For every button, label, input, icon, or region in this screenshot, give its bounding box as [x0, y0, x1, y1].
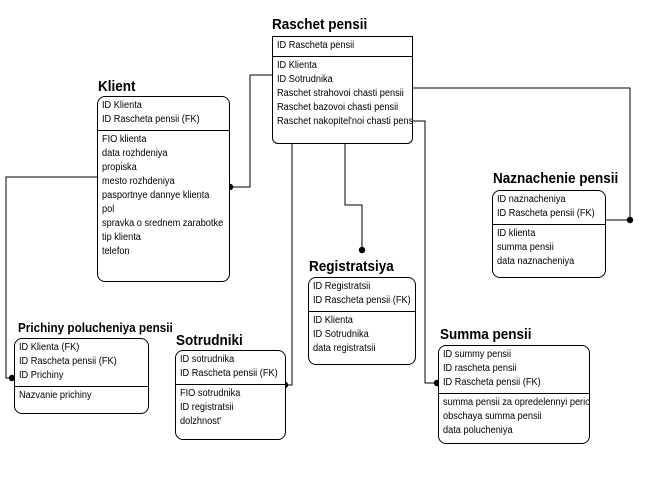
entity-title-prichiny-polucheniya-pensii: Prichiny polucheniya pensii — [18, 320, 173, 335]
attribute-field: data rozhdeniya — [102, 148, 168, 159]
attribute-section: summa pensii za opredelennyi period obsc… — [439, 393, 589, 441]
primary-key-section: ID naznacheniya ID Rascheta pensii (FK) — [493, 191, 605, 224]
attribute-field: FIO klienta — [102, 134, 147, 145]
primary-key-section: ID summy pensii ID rascheta pensii ID Ra… — [439, 346, 589, 393]
key-field: ID Rascheta pensii (FK) — [443, 377, 541, 388]
attribute-field: ID Klienta — [313, 315, 353, 326]
relationship-raschet-sotrudniki — [285, 143, 293, 386]
attribute-field: data polucheniya — [443, 425, 513, 436]
key-field: ID Rascheta pensii (FK) — [313, 295, 411, 306]
attribute-field: Raschet strahovoi chasti pensii — [277, 88, 404, 99]
attribute-field: tip klienta — [102, 232, 141, 243]
entity-title-naznachenie-pensii: Naznachenie pensii — [493, 170, 619, 187]
attribute-field: telefon — [102, 246, 130, 257]
entity-title-raschet-pensii: Raschet pensii — [272, 16, 368, 33]
relationship-end-naznachenie — [626, 216, 634, 224]
attribute-section: FIO klienta data rozhdeniya propiska mes… — [98, 130, 229, 262]
key-field: ID summy pensii — [443, 349, 511, 360]
attribute-field: summa pensii — [497, 242, 554, 253]
key-field: ID sotrudnika — [180, 354, 235, 365]
entity-title-klient: Klient — [98, 78, 136, 95]
attribute-field: pasportnye dannye klienta — [102, 190, 210, 201]
attribute-field: ID Klienta — [277, 60, 317, 71]
attribute-field: Raschet nakopitel'noi chasti pensii — [277, 116, 413, 127]
attribute-field: spravka o srednem zarabotke — [102, 218, 224, 229]
attribute-field: FIO sotrudnika — [180, 388, 241, 399]
key-field: ID Rascheta pensii (FK) — [497, 208, 595, 219]
entity-summa-pensii[interactable]: ID summy pensii ID rascheta pensii ID Ra… — [438, 345, 590, 444]
attribute-field: ID Sotrudnika — [313, 329, 369, 340]
entity-naznachenie-pensii[interactable]: ID naznacheniya ID Rascheta pensii (FK) … — [492, 190, 606, 278]
key-field: ID Rascheta pensii (FK) — [19, 356, 117, 367]
primary-key-section: ID Rascheta pensii — [273, 37, 412, 56]
primary-key-section: ID sotrudnika ID Rascheta pensii (FK) — [176, 351, 285, 384]
attribute-field: obschaya summa pensii — [443, 411, 542, 422]
key-field: ID Registratsii — [313, 281, 371, 292]
relationship-raschet-summa — [412, 120, 438, 384]
attribute-section: Nazvanie prichiny — [15, 386, 148, 406]
entity-title-sotrudniki: Sotrudniki — [176, 332, 243, 349]
key-field: ID Prichiny — [19, 370, 64, 381]
primary-key-section: ID Klienta (FK) ID Rascheta pensii (FK) … — [15, 339, 148, 386]
relationship-end-registratsiya — [358, 246, 366, 254]
entity-klient[interactable]: ID Klienta ID Rascheta pensii (FK) FIO k… — [97, 96, 230, 282]
attribute-section: ID Klienta ID Sotrudnika Raschet strahov… — [273, 56, 412, 132]
entity-prichiny-polucheniya-pensii[interactable]: ID Klienta (FK) ID Rascheta pensii (FK) … — [14, 338, 149, 414]
attribute-field: pol — [102, 204, 115, 215]
relationship-raschet-naznachenie — [412, 87, 631, 221]
key-field: ID Klienta — [102, 100, 142, 111]
key-field: ID rascheta pensii — [443, 363, 517, 374]
attribute-section: FIO sotrudnika ID registratsii dolzhnost… — [176, 384, 285, 432]
attribute-field: dolzhnost' — [180, 416, 222, 427]
entity-raschet-pensii[interactable]: ID Rascheta pensii ID Klienta ID Sotrudn… — [272, 36, 413, 144]
relationship-raschet-registratsiya — [344, 143, 363, 250]
attribute-field: ID klienta — [497, 228, 536, 239]
attribute-field: summa pensii za opredelennyi period — [443, 397, 590, 408]
relationship-raschet-klient — [230, 74, 272, 188]
key-field: ID Rascheta pensii (FK) — [102, 114, 200, 125]
key-field: ID Rascheta pensii — [277, 40, 355, 51]
entity-title-registratsiya: Registratsiya — [309, 258, 394, 275]
attribute-field: data naznacheniya — [497, 256, 575, 267]
attribute-field: propiska — [102, 162, 137, 173]
attribute-field: mesto rozhdeniya — [102, 176, 175, 187]
entity-sotrudniki[interactable]: ID sotrudnika ID Rascheta pensii (FK) FI… — [175, 350, 286, 440]
primary-key-section: ID Registratsii ID Rascheta pensii (FK) — [309, 278, 415, 311]
attribute-section: ID klienta summa pensii data naznacheniy… — [493, 224, 605, 272]
key-field: ID naznacheniya — [497, 194, 566, 205]
attribute-field: Raschet bazovoi chasti pensii — [277, 102, 399, 113]
primary-key-section: ID Klienta ID Rascheta pensii (FK) — [98, 97, 229, 130]
key-field: ID Klienta (FK) — [19, 342, 80, 353]
attribute-field: data registratsii — [313, 343, 376, 354]
attribute-field: Nazvanie prichiny — [19, 390, 92, 401]
attribute-field: ID Sotrudnika — [277, 74, 333, 85]
entity-title-summa-pensii: Summa pensii — [440, 326, 532, 343]
entity-registratsiya[interactable]: ID Registratsii ID Rascheta pensii (FK) … — [308, 277, 416, 365]
attribute-section: ID Klienta ID Sotrudnika data registrats… — [309, 311, 415, 359]
relationship-end-prichiny — [8, 374, 16, 382]
attribute-field: ID registratsii — [180, 402, 234, 413]
key-field: ID Rascheta pensii (FK) — [180, 368, 278, 379]
